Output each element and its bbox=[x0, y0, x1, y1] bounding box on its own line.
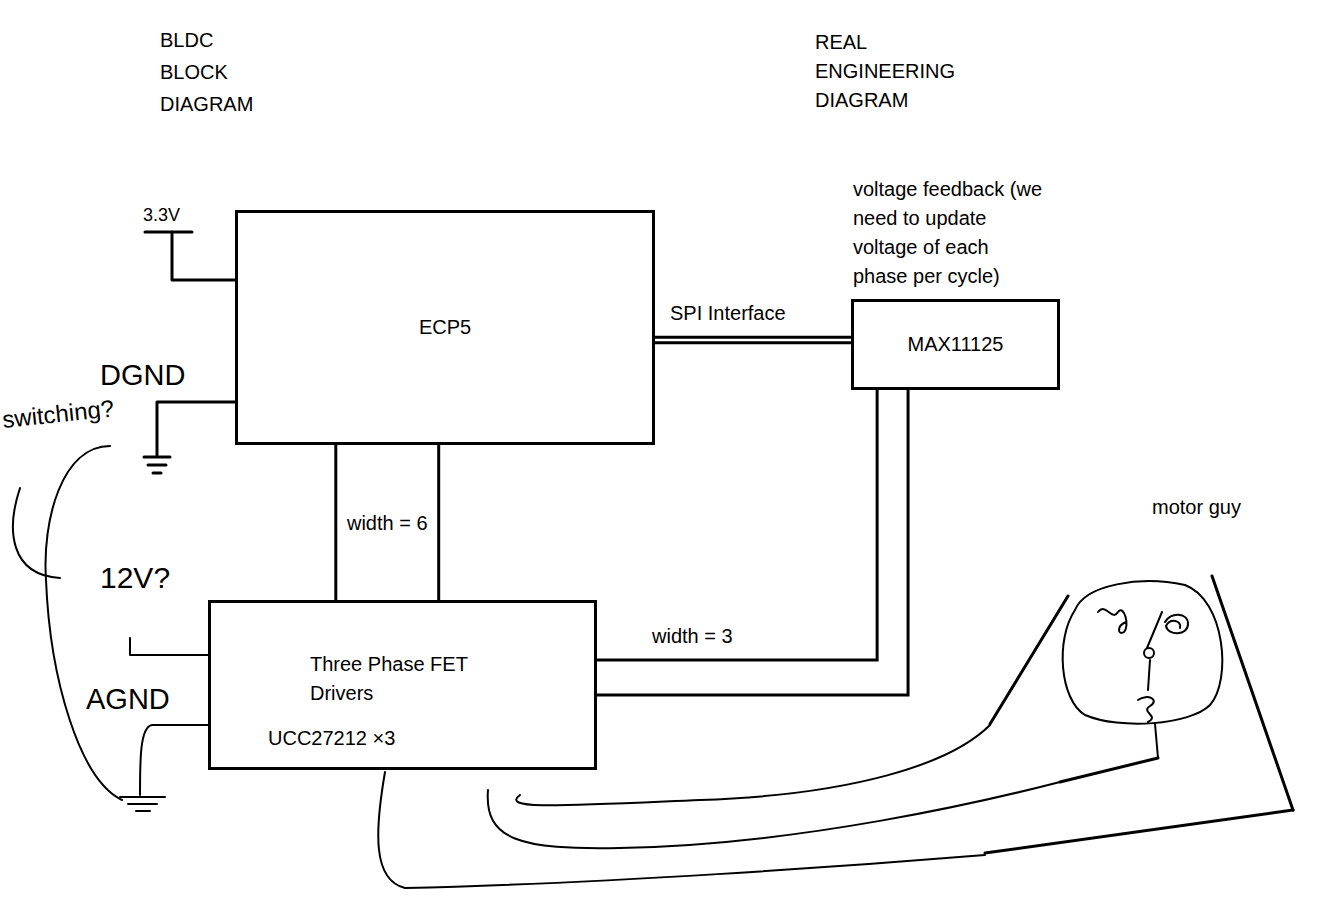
adc-box: voltage feedback (we need to update volt… bbox=[851, 299, 1060, 390]
ground-label: DGND bbox=[100, 356, 185, 394]
ground-symbol bbox=[120, 796, 165, 798]
motor-neck bbox=[1155, 724, 1158, 758]
power-label: 3.3V bbox=[143, 204, 180, 227]
bus-label: width = 6 bbox=[345, 511, 430, 535]
motor-wire bbox=[488, 782, 1060, 848]
motor-wire bbox=[378, 772, 985, 888]
ground-symbol bbox=[153, 472, 161, 475]
face-eye bbox=[1165, 615, 1188, 634]
annotation-note: switching? bbox=[1, 392, 116, 435]
motor-frame bbox=[990, 596, 1068, 724]
ground-wire bbox=[157, 402, 235, 455]
part-number: UCC27212 ×3 bbox=[268, 724, 395, 753]
face-mouth bbox=[1138, 697, 1154, 722]
ground-symbol bbox=[136, 810, 150, 812]
face-nose bbox=[1144, 648, 1154, 658]
block-name: Three Phase FET Drivers bbox=[310, 650, 480, 708]
figure-label: motor guy bbox=[1152, 494, 1241, 520]
ground-symbol bbox=[144, 456, 170, 459]
ground-symbol bbox=[148, 464, 166, 467]
annotation-heading: voltage feedback (we need to update volt… bbox=[853, 175, 1043, 291]
driver-box: Three Phase FET DriversUCC27212 ×3 bbox=[208, 600, 597, 770]
part-name: MAX11125 bbox=[908, 330, 1004, 359]
leader-scribble bbox=[13, 488, 60, 578]
fpga-box: ECP5 bbox=[235, 210, 655, 445]
diagram-title: BLDC BLOCK DIAGRAM bbox=[160, 24, 253, 120]
ground-symbol bbox=[128, 803, 157, 805]
bus-wire bbox=[597, 390, 908, 695]
supply-wire bbox=[172, 232, 235, 280]
supply-bar bbox=[145, 231, 192, 234]
motor-frame bbox=[1212, 576, 1293, 810]
bus-wire bbox=[655, 337, 851, 342]
face-outline bbox=[1063, 581, 1223, 724]
ground-wire bbox=[140, 725, 208, 795]
bus-label: width = 3 bbox=[650, 624, 735, 648]
diagram-note: REAL ENGINEERING DIAGRAM bbox=[815, 28, 955, 115]
ground-label: AGND bbox=[86, 680, 170, 718]
bus-label: SPI Interface bbox=[668, 301, 788, 325]
power-label: 12V? bbox=[100, 558, 170, 597]
motor-frame bbox=[985, 810, 1293, 853]
face-nose bbox=[1147, 612, 1162, 648]
leader-scribble bbox=[46, 446, 122, 800]
face-mouth bbox=[1148, 660, 1150, 690]
motor-wire bbox=[516, 725, 990, 805]
motor-frame bbox=[1060, 758, 1158, 782]
bus-wire bbox=[336, 445, 439, 600]
face-eye bbox=[1098, 609, 1126, 633]
supply-wire bbox=[130, 638, 208, 655]
part-name: ECP5 bbox=[419, 313, 471, 342]
